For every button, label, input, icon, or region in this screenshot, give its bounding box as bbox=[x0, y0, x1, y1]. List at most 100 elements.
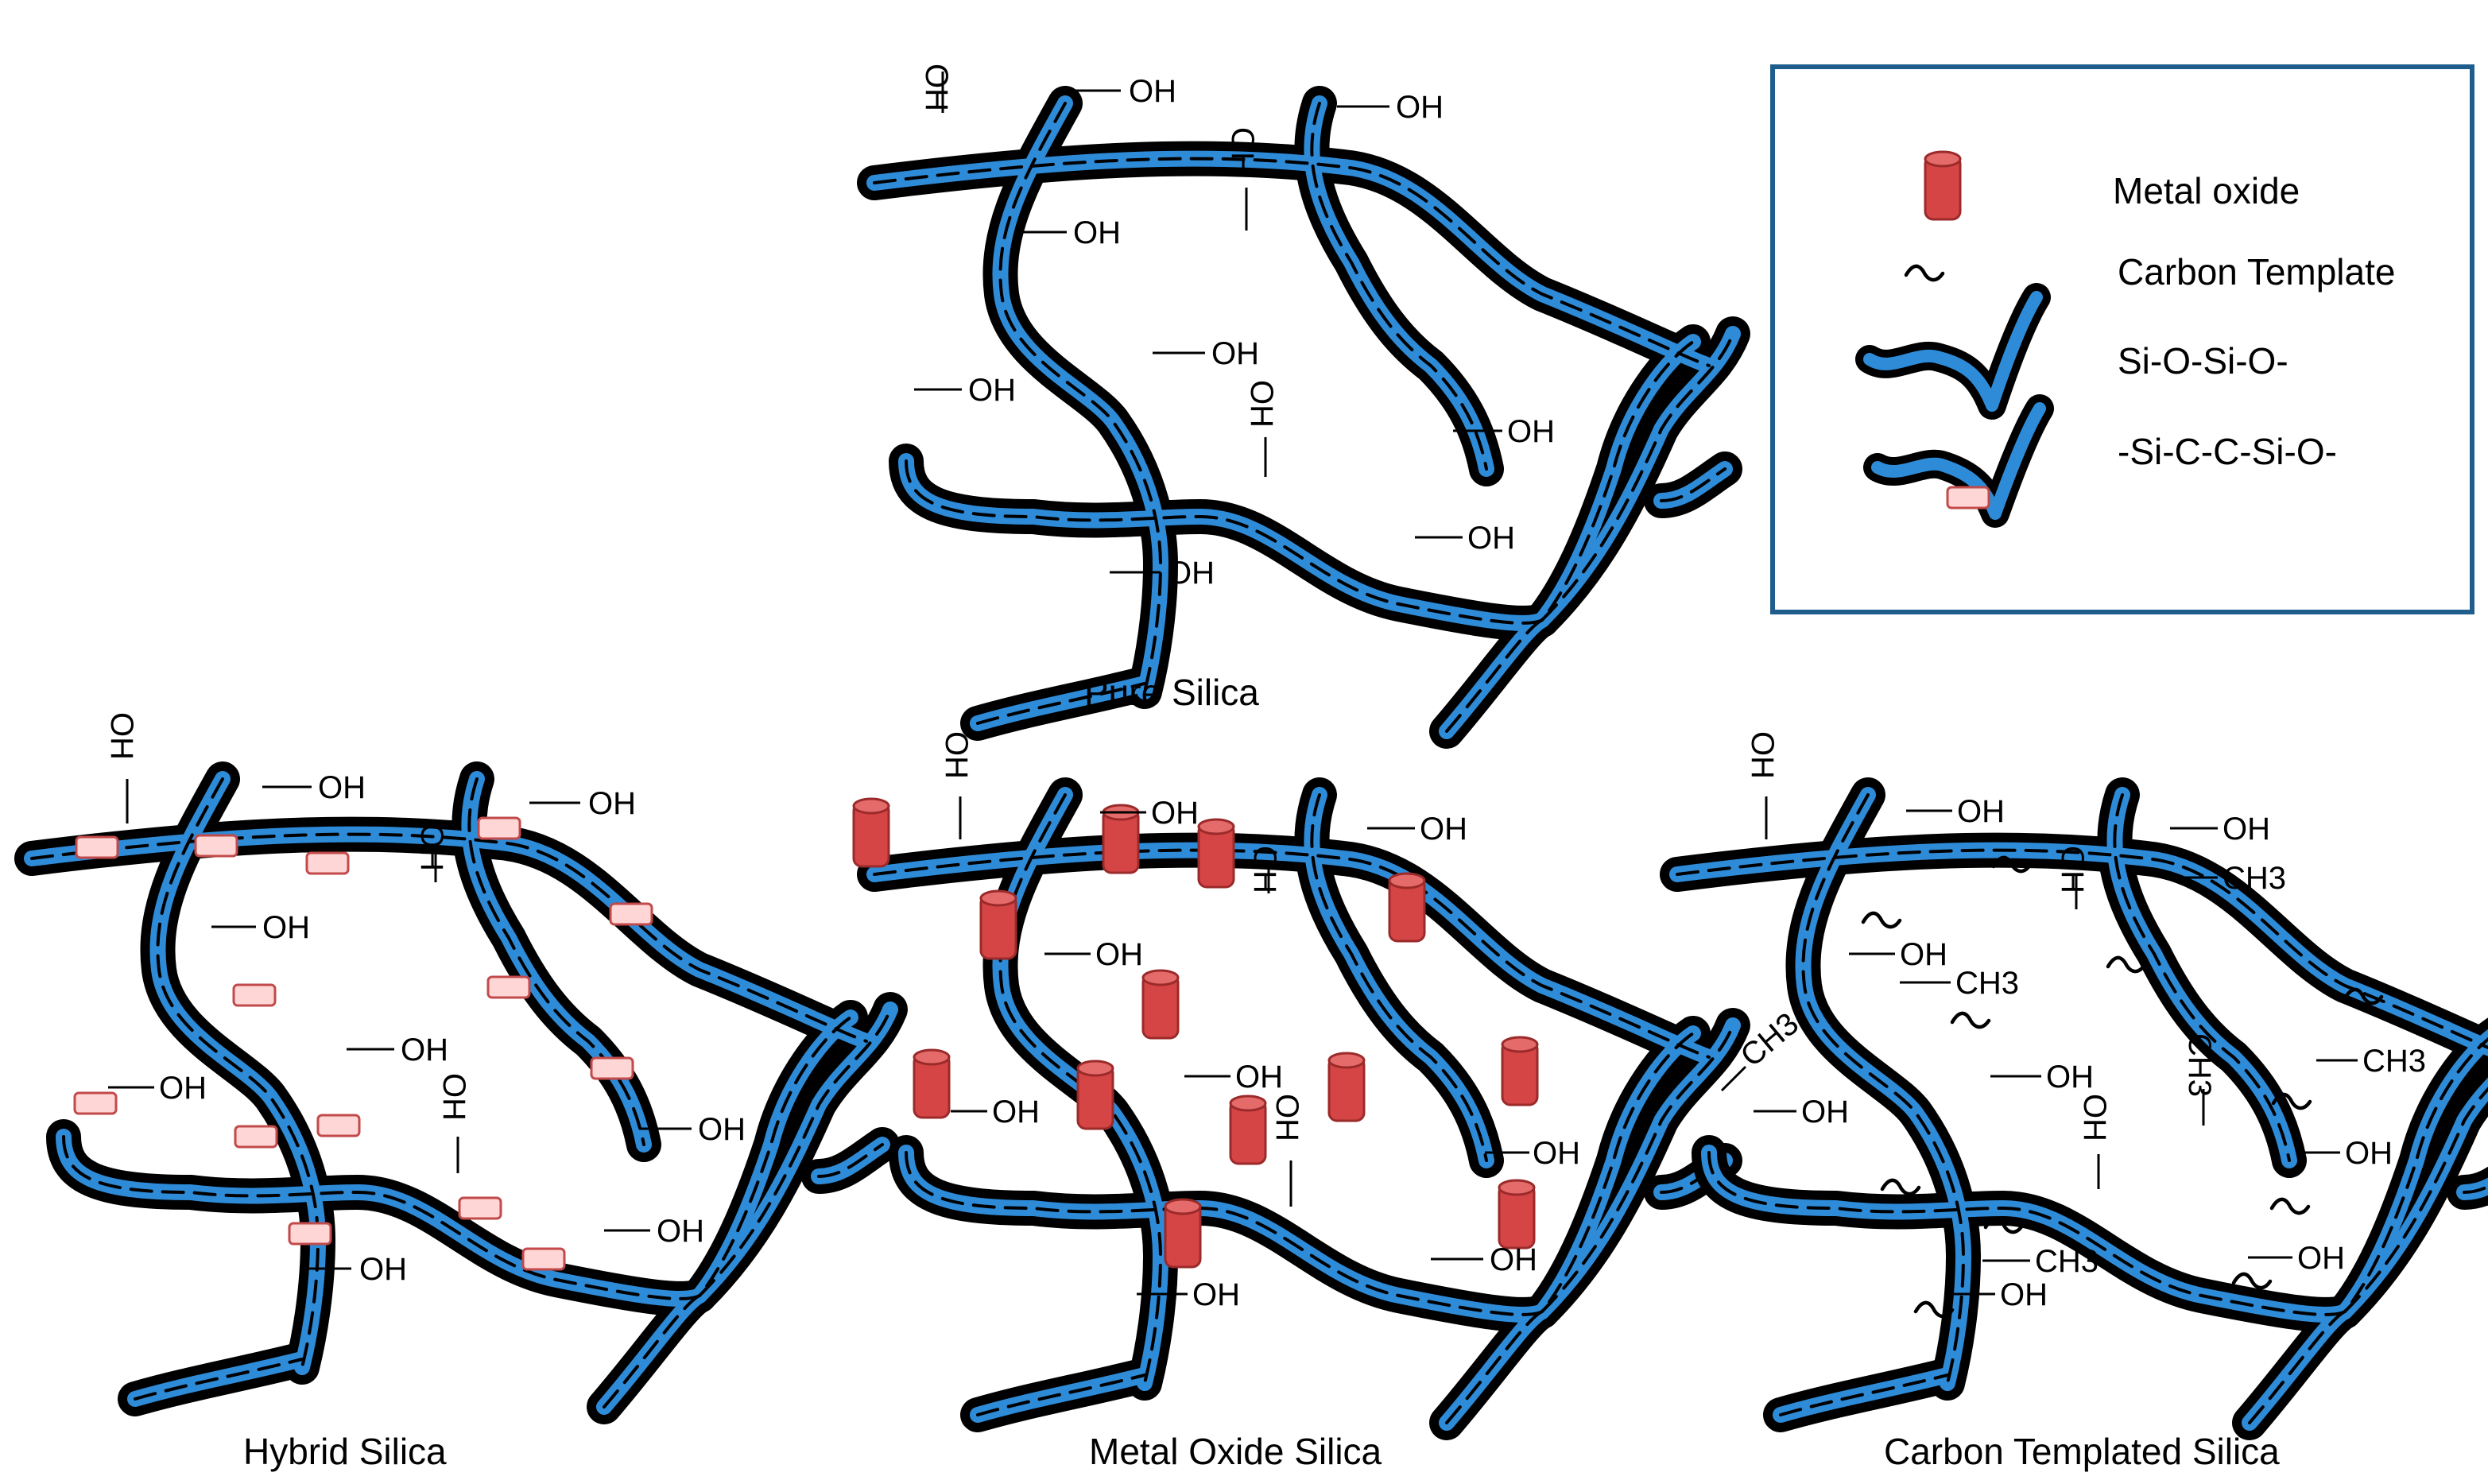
oh-label: OH bbox=[968, 373, 1016, 408]
oh-label: OH bbox=[262, 910, 310, 945]
oh-label: OH bbox=[1167, 556, 1215, 591]
hybrid-link-icon bbox=[590, 1056, 634, 1080]
metal-oxide-icon bbox=[852, 797, 890, 868]
metal-oxide-icon bbox=[1076, 1060, 1114, 1130]
oh-label: OH bbox=[2077, 1094, 2112, 1141]
oh-label: OH bbox=[2000, 1277, 2048, 1312]
oh-label: OH bbox=[414, 823, 449, 871]
carbon-template-icon bbox=[1882, 1180, 1919, 1194]
oh-label: OH bbox=[1507, 414, 1555, 449]
carbon-template-icon bbox=[1906, 266, 1943, 280]
oh-label: OH bbox=[1211, 336, 1259, 371]
legend-border bbox=[1770, 64, 2474, 614]
oh-label: OH bbox=[1745, 731, 1780, 779]
oh-label: OH bbox=[657, 1214, 704, 1249]
metal-oxide-icon bbox=[1388, 872, 1426, 943]
pure-oh-groups: OH OH OH OH OH OH OH OH OH OH OH bbox=[914, 64, 1555, 591]
metal-oxide-icon bbox=[1501, 1036, 1539, 1106]
pure-silica-network bbox=[874, 103, 1733, 731]
hybrid-link-icon bbox=[75, 835, 119, 859]
oh-label: OH bbox=[2223, 812, 2270, 847]
metal-oxide-icon bbox=[1164, 1198, 1202, 1269]
oh-label: OH bbox=[1192, 1277, 1240, 1312]
oh-label: OH bbox=[159, 1071, 207, 1106]
oh-label: OH bbox=[1490, 1242, 1537, 1277]
hybrid-link-icon bbox=[194, 834, 238, 858]
oh-label: OH bbox=[1129, 74, 1176, 109]
hybrid-link-icon bbox=[477, 816, 521, 840]
legend-label-si-o-si-o: Si-O-Si-O- bbox=[2118, 340, 2288, 382]
oh-label: OH bbox=[1073, 215, 1121, 250]
hybrid-link-icon bbox=[234, 1125, 278, 1149]
metal-oxide-icon bbox=[979, 889, 1017, 960]
oh-label: OH bbox=[588, 786, 636, 821]
metal-oxide-oh-groups: OH OH OH OH OH OH OH OH OH OH OH bbox=[939, 731, 1580, 1312]
hybrid-oh-groups: OH OH OH OH OH OH OH OH OH OH OH bbox=[104, 712, 746, 1287]
oh-label: OH bbox=[318, 770, 366, 805]
hybrid-silica-caption: Hybrid Silica bbox=[243, 1431, 447, 1472]
oh-label: OH bbox=[919, 64, 954, 111]
legend-label-carbon-template: Carbon Template bbox=[2118, 251, 2395, 293]
oh-label: OH bbox=[401, 1033, 448, 1067]
ch3-label: CH3 bbox=[2362, 1044, 2426, 1079]
metal-oxide-icon bbox=[1498, 1179, 1536, 1250]
oh-label: OH bbox=[1235, 1060, 1283, 1095]
carbon-template-icon bbox=[1952, 1013, 1989, 1027]
oh-label: OH bbox=[1225, 127, 1260, 175]
hybrid-link-icon bbox=[73, 1091, 118, 1115]
hybrid-link-icon bbox=[305, 851, 350, 875]
oh-label: OH bbox=[104, 712, 139, 760]
oh-label: OH bbox=[1533, 1136, 1580, 1171]
carbon-templated-silica-caption: Carbon Templated Silica bbox=[1884, 1431, 2280, 1472]
oh-label: OH bbox=[2345, 1136, 2393, 1171]
legend-label-si-c-c-si-o: -Si-C-C-Si-O- bbox=[2118, 431, 2337, 472]
metal-oxide-icon bbox=[913, 1048, 951, 1119]
oh-label: OH bbox=[992, 1095, 1040, 1129]
oh-label: OH bbox=[1244, 380, 1279, 428]
hybrid-link-icon bbox=[458, 1196, 502, 1220]
hybrid-link-icon bbox=[288, 1222, 332, 1246]
oh-label: OH bbox=[436, 1073, 471, 1121]
metal-oxide-icon bbox=[1327, 1052, 1366, 1122]
hybrid-link-icon bbox=[609, 902, 653, 926]
oh-label: OH bbox=[1095, 937, 1143, 972]
ch3-label: CH3 bbox=[2035, 1244, 2099, 1279]
hybrid-link-icon bbox=[232, 983, 277, 1007]
hybrid-link-icon bbox=[486, 975, 531, 999]
hybrid-strand-icon bbox=[1863, 394, 2054, 528]
oh-label: OH bbox=[1467, 521, 1515, 556]
oh-label: OH bbox=[359, 1252, 407, 1287]
silica-strand-icon bbox=[1855, 283, 2051, 420]
oh-label: OH bbox=[1269, 1094, 1304, 1141]
oh-label: OH bbox=[2046, 1060, 2094, 1095]
hybrid-link-icon bbox=[316, 1114, 361, 1137]
oh-label: OH bbox=[1957, 794, 2005, 829]
metal-oxide-silica-caption: Metal Oxide Silica bbox=[1089, 1431, 1382, 1472]
oh-label: OH bbox=[1900, 937, 1947, 972]
pure-silica-caption: Pure Silica bbox=[1084, 672, 1259, 713]
ch3-label: CH3 bbox=[2182, 1033, 2217, 1097]
metal-oxide-icon bbox=[1102, 804, 1140, 874]
oh-label: OH bbox=[1801, 1095, 1849, 1129]
oh-label: OH bbox=[698, 1112, 746, 1147]
legend-label-metal-oxide: Metal oxide bbox=[2113, 170, 2300, 211]
metal-oxide-icon bbox=[1141, 969, 1180, 1040]
oh-label: OH bbox=[939, 731, 974, 779]
oh-label: OH bbox=[1396, 90, 1444, 125]
oh-label: OH bbox=[2297, 1241, 2345, 1276]
metal-oxide-icon bbox=[1924, 150, 1962, 221]
metal-oxide-icon bbox=[1197, 818, 1235, 889]
carbon-template-icon bbox=[2272, 1199, 2308, 1213]
silica-strand-outline bbox=[874, 103, 1733, 731]
oh-label: OH bbox=[1247, 846, 1282, 893]
oh-label: OH bbox=[2055, 846, 2090, 893]
hybrid-link-icon bbox=[521, 1247, 566, 1271]
metal-oxide-icon bbox=[1229, 1095, 1267, 1165]
legend: Metal oxide Carbon Template Si-O-Si-O- -… bbox=[1770, 64, 2474, 614]
ch3-label: CH3 bbox=[2223, 861, 2286, 896]
carbon-templated-groups: OH OH OH CH3 OH OH CH3 CH3 CH3 OH OH OH … bbox=[1720, 731, 2426, 1312]
carbon-template-icon bbox=[1863, 913, 1900, 927]
oh-label: OH bbox=[1151, 796, 1199, 831]
ch3-label: CH3 bbox=[1955, 966, 2019, 1001]
